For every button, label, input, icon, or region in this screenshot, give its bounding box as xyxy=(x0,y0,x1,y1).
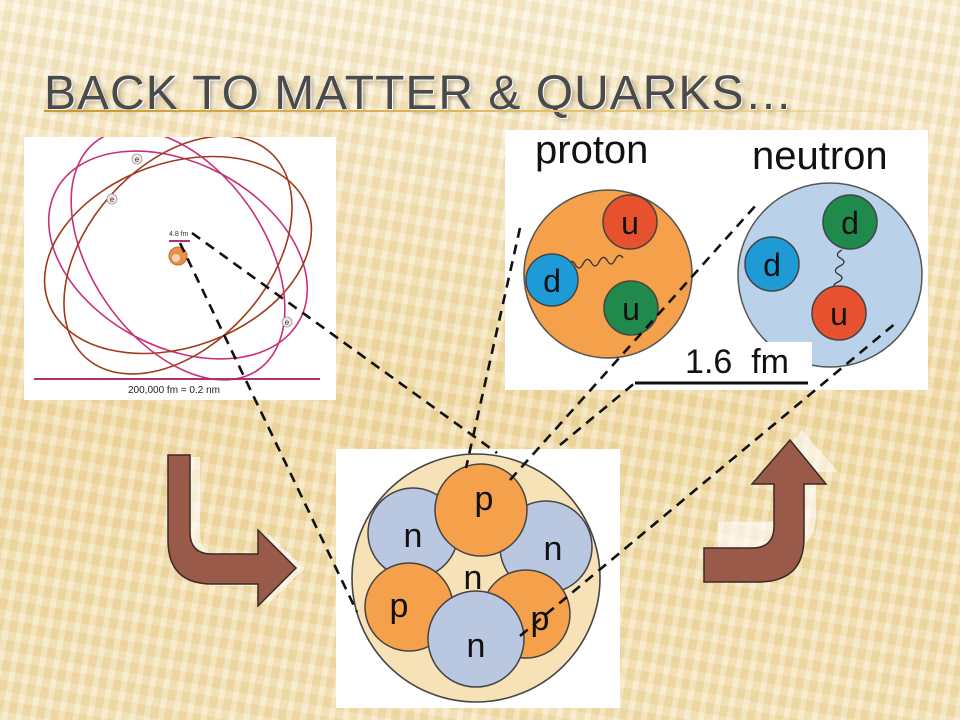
nucleon-scale-label: 1.6 fm xyxy=(685,343,789,381)
nucleus-size-label: 4.8 fm xyxy=(169,231,189,238)
nucleon-diagram-svg: proton neutron u d u d d u xyxy=(523,128,923,385)
atom-diagram: e e e 4.8 fm 200,000 fm = 0.2 nm xyxy=(24,129,336,400)
up-quark: u xyxy=(603,280,659,336)
svg-text:u: u xyxy=(830,296,848,332)
proton: p xyxy=(434,463,528,557)
svg-text:e: e xyxy=(110,195,115,204)
svg-text:n: n xyxy=(464,559,483,597)
electron: e xyxy=(281,316,293,328)
atom-scale-label: 200,000 fm = 0.2 nm xyxy=(128,385,220,396)
svg-text:d: d xyxy=(841,205,859,241)
nucleus-diagram: n n p p n p n xyxy=(336,449,620,708)
svg-text:e: e xyxy=(285,318,290,327)
up-quark: u xyxy=(811,285,867,341)
svg-text:p: p xyxy=(531,600,550,638)
svg-text:p: p xyxy=(390,587,409,625)
svg-text:e: e xyxy=(135,155,140,164)
svg-text:n: n xyxy=(404,517,423,555)
electron-orbit xyxy=(63,135,293,375)
svg-text:d: d xyxy=(763,247,781,283)
nucleus-diagram-svg: n n p p n p n xyxy=(351,453,601,703)
down-quark: d xyxy=(744,236,800,292)
neutron: n xyxy=(464,559,483,597)
svg-text:u: u xyxy=(621,205,639,241)
atom-diagram-svg: e e e 4.8 fm 200,000 fm = 0.2 nm xyxy=(34,129,320,396)
nucleon-diagram: proton neutron u d u d d u xyxy=(505,128,928,390)
svg-text:n: n xyxy=(544,530,563,568)
electron: e xyxy=(106,193,118,205)
svg-text:d: d xyxy=(543,263,561,299)
nucleus xyxy=(168,246,188,266)
neutron-title: neutron xyxy=(752,134,888,178)
svg-text:p: p xyxy=(475,480,494,518)
electron: e xyxy=(131,153,143,165)
down-quark: d xyxy=(822,194,878,250)
svg-text:n: n xyxy=(467,627,486,665)
neutron: n xyxy=(427,590,525,688)
up-quark: u xyxy=(602,194,658,250)
svg-text:u: u xyxy=(622,291,640,327)
title-underline xyxy=(44,110,960,112)
down-quark: d xyxy=(525,253,579,307)
proton-title: proton xyxy=(535,130,648,172)
slide-title: Back to Matter & Quarks… xyxy=(44,67,794,120)
electron-orbit xyxy=(47,150,309,360)
